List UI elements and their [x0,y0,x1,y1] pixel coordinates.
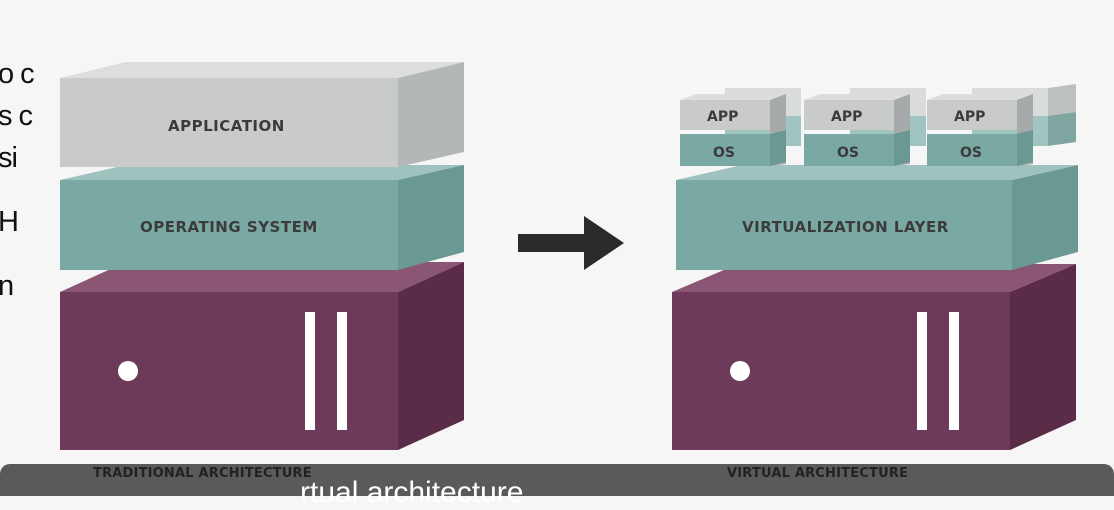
vm-3-app-label: APP [954,109,985,125]
traditional-server-block [60,262,464,450]
vm-1-app-label: APP [707,109,738,125]
virtual-server-block [672,264,1076,450]
virtualization-layer-label: VIRTUALIZATION LAYER [742,218,949,236]
power-led-icon [118,361,138,381]
left-fragment-4: H [0,206,19,238]
application-label: APPLICATION [168,117,285,135]
drive-bay-icon [949,312,959,430]
left-fragment-1: o c [0,58,35,90]
cropped-slide-text: o c s c si H n [0,0,60,330]
drive-bay-icon [305,312,315,430]
virtual-architecture-caption: VIRTUAL ARCHITECTURE [727,466,909,481]
arrow-icon [518,216,624,270]
power-led-icon [730,361,750,381]
traditional-architecture-caption: TRADITIONAL ARCHITECTURE [93,466,312,481]
operating-system-label: OPERATING SYSTEM [140,218,318,236]
left-fragment-5: n [0,270,14,302]
vm-1-os-label: OS [713,145,735,161]
vm-2-app-label: APP [831,109,862,125]
vm-2-os-label: OS [837,145,859,161]
caption-strip: TRADITIONAL ARCHITECTURE VIRTUAL ARCHITE… [0,462,1114,488]
subtitle-bar [0,464,1114,496]
drive-bay-icon [917,312,927,430]
vm-2: APP OS [804,94,910,166]
architecture-diagram: OPERATING SYSTEM APPLICATION VIRTUALIZAT… [60,62,1078,450]
drive-bay-icon [337,312,347,430]
video-subtitle: rtual architecture [300,476,524,509]
virtualization-layer-block: VIRTUALIZATION LAYER [676,165,1078,270]
vm-1: APP OS [680,94,786,166]
traditional-os-block: OPERATING SYSTEM [60,165,464,270]
vm-3: APP OS [927,94,1033,166]
left-fragment-3: si [0,142,18,174]
vm-3-os-label: OS [960,145,982,161]
traditional-app-block: APPLICATION [60,62,464,167]
left-fragment-2: s c [0,100,33,132]
